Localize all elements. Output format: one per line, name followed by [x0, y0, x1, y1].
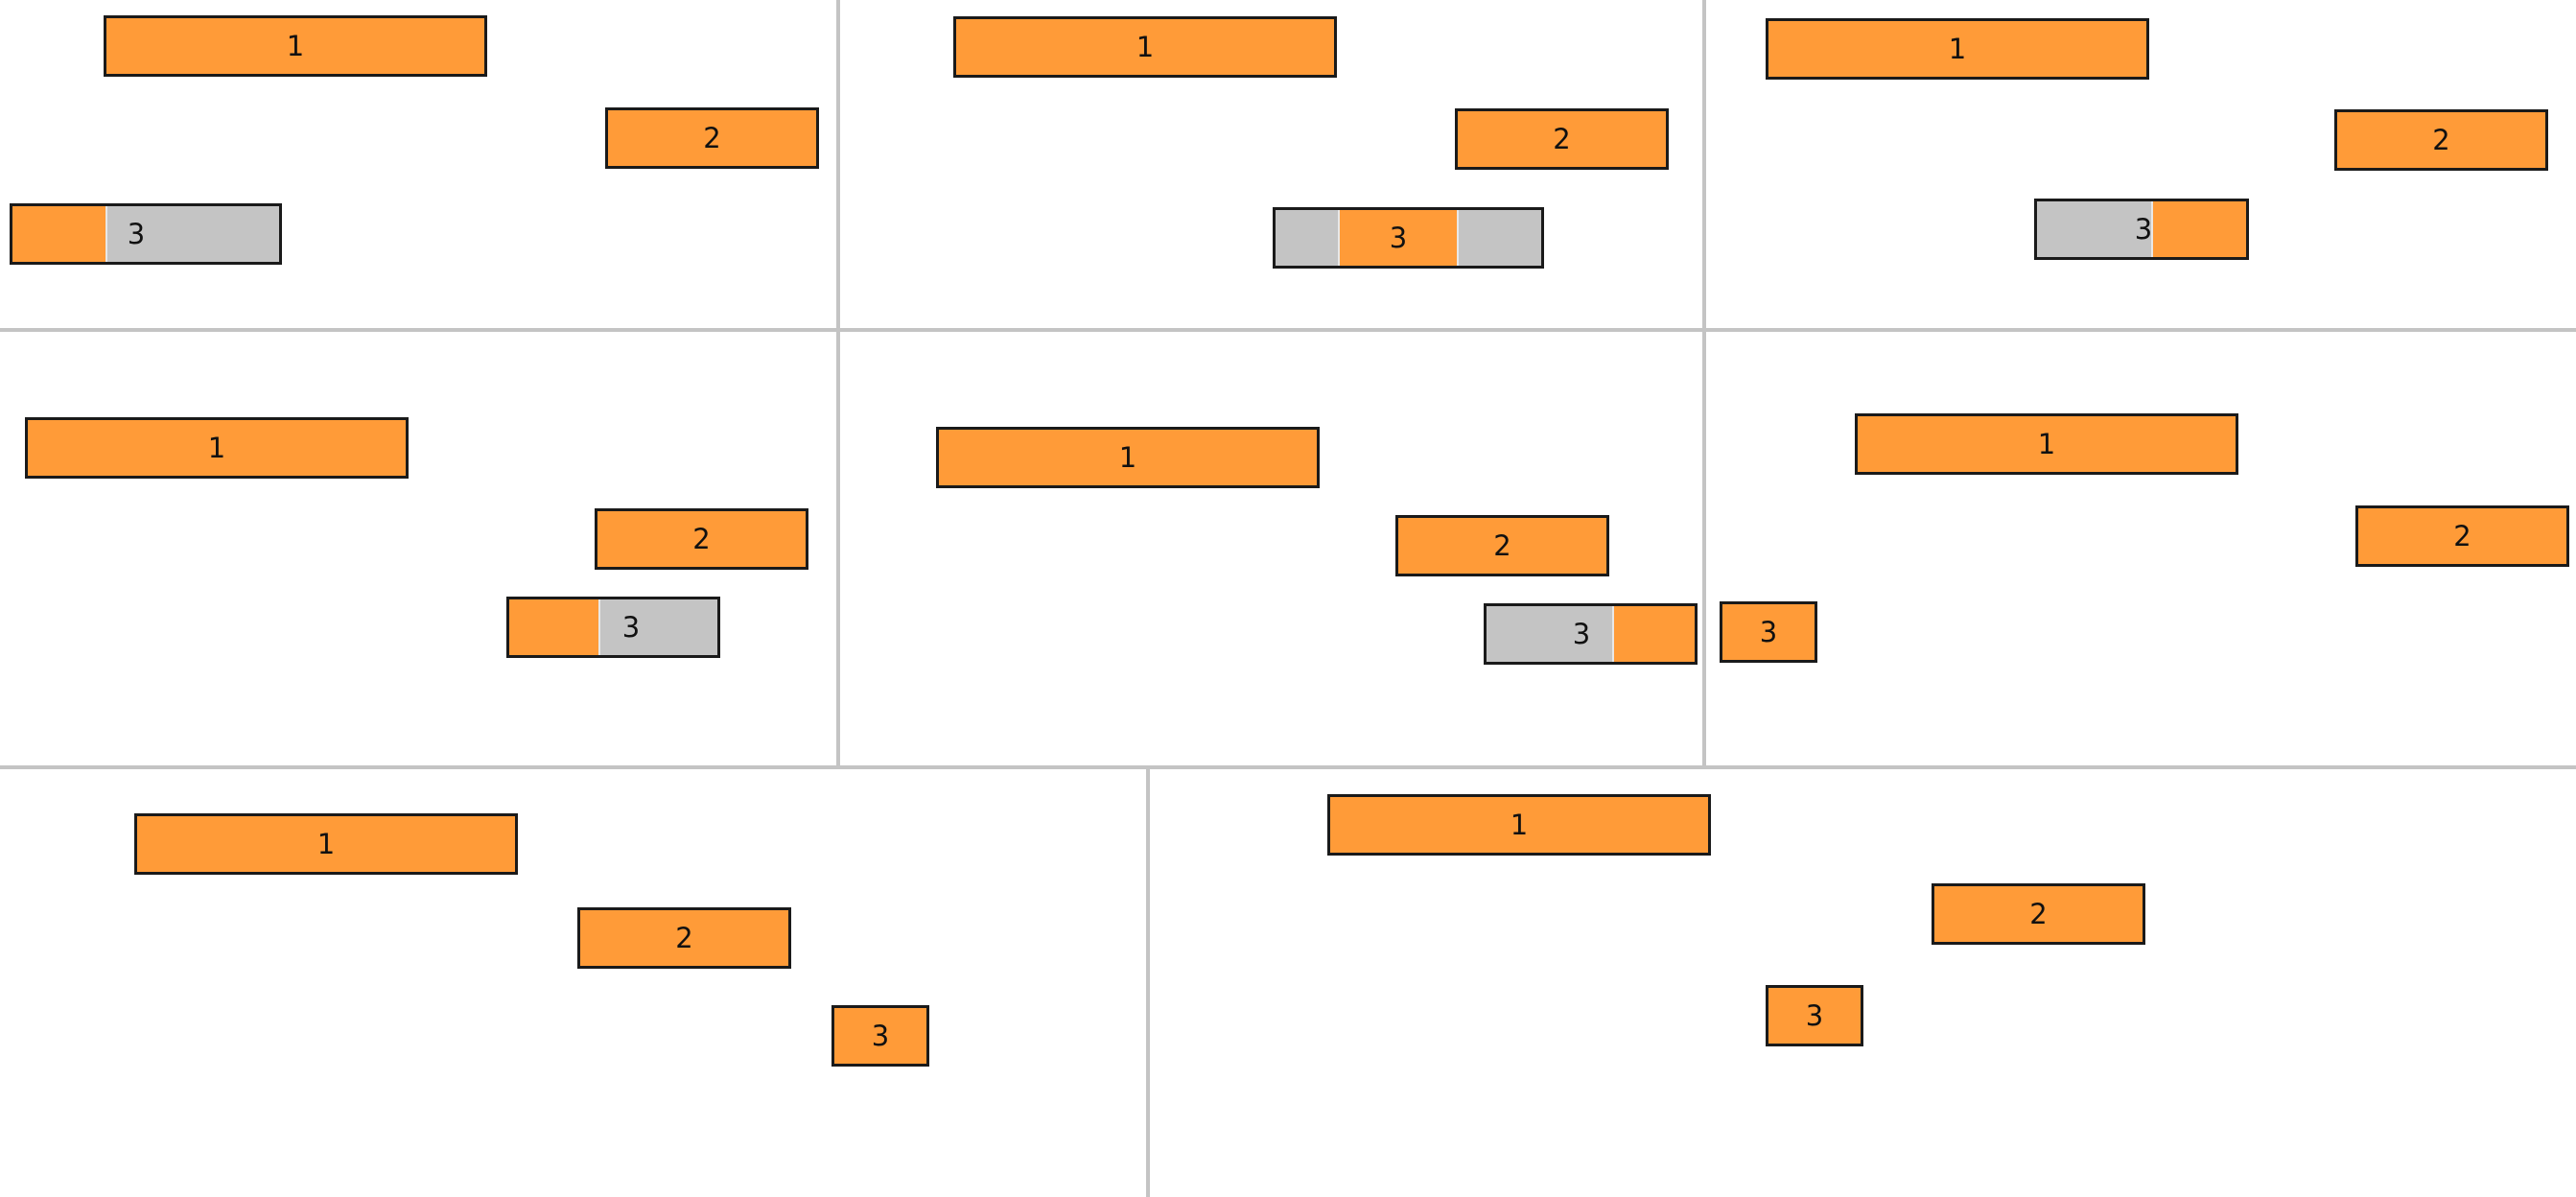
bar-label: 2	[2432, 123, 2450, 156]
bar-label: 2	[2029, 897, 2048, 930]
panel-5-bar-1: 1	[936, 427, 1320, 488]
panel-7-bar-3: 3	[831, 1005, 929, 1067]
panel-1-bar-1: 1	[104, 15, 487, 77]
bar-label: 1	[1136, 30, 1155, 63]
panel-6-bar-2: 2	[2355, 505, 2569, 567]
panel-2-bar-3: 3	[1273, 207, 1544, 269]
panel-2-bar-1: 1	[953, 16, 1337, 78]
panel-4-bar-3: 3	[506, 597, 720, 658]
bar-label: 1	[1118, 440, 1137, 474]
panel-5-bar-2: 2	[1395, 515, 1609, 576]
panel-1-bar-2: 2	[605, 107, 819, 169]
bar-label: 3	[1572, 617, 1591, 650]
panel-3-bar-1: 1	[1766, 18, 2149, 80]
divider-col-2	[1702, 0, 1706, 767]
bar-label: 3	[1759, 615, 1778, 648]
bar-label: 1	[1948, 32, 1967, 65]
panel-8-bar-1: 1	[1327, 794, 1711, 856]
bar-label: 1	[207, 431, 226, 464]
panel-6-bar-1: 1	[1855, 413, 2238, 475]
bar-label: 3	[621, 610, 641, 644]
bar-label: 3	[2134, 212, 2153, 246]
bar-label: 1	[1510, 808, 1529, 841]
bar-label: 2	[1553, 122, 1571, 155]
bar-label: 3	[1805, 998, 1824, 1032]
bar-label: 3	[127, 217, 146, 250]
panel-8-bar-2: 2	[1932, 883, 2145, 945]
panel-3-bar-2: 2	[2334, 109, 2548, 171]
panel-8-bar-3: 3	[1766, 985, 1863, 1046]
panel-7-bar-2: 2	[577, 907, 791, 969]
bar-label: 1	[316, 827, 336, 860]
bar-label: 3	[871, 1019, 890, 1052]
panel-3-bar-3: 3	[2034, 199, 2249, 260]
panel-4-bar-1: 1	[25, 417, 409, 479]
divider-col-1	[836, 0, 840, 767]
divider-row-2	[0, 765, 2576, 769]
bar-label: 1	[2037, 427, 2056, 460]
bar-label: 2	[703, 121, 721, 154]
panel-7-bar-1: 1	[134, 813, 518, 875]
bar-label: 2	[692, 522, 711, 555]
bar-label: 3	[1389, 221, 1408, 254]
divider-col-bottom	[1146, 767, 1150, 1197]
panel-1-bar-3: 3	[10, 203, 282, 265]
divider-row-1	[0, 328, 2576, 332]
panel-5-bar-3: 3	[1484, 603, 1698, 665]
bar-label: 2	[2453, 519, 2471, 552]
panel-4-bar-2: 2	[595, 508, 808, 570]
bar-label: 2	[1493, 528, 1511, 562]
bar-label: 1	[286, 29, 305, 62]
bar-label: 2	[675, 921, 693, 954]
panel-6-bar-3: 3	[1720, 601, 1817, 663]
panel-2-bar-2: 2	[1455, 108, 1669, 170]
